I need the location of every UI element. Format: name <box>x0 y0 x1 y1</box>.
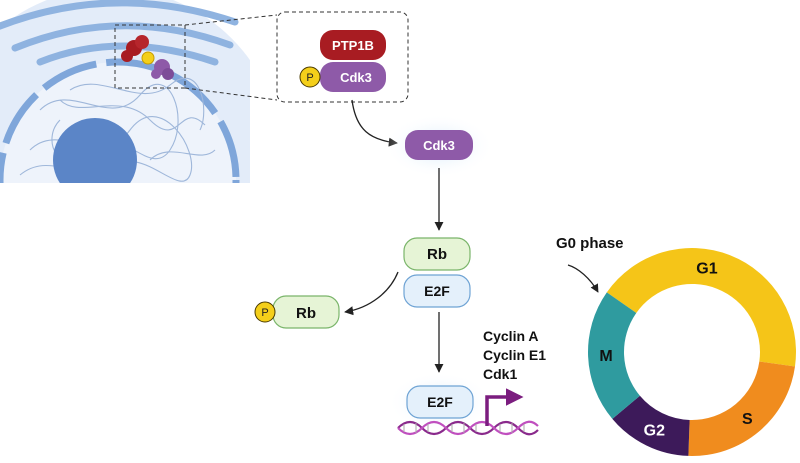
phospho-inset-label: P <box>306 72 313 84</box>
phase-segment-s <box>688 361 795 456</box>
cdk3-inset-label: Cdk3 <box>340 70 372 85</box>
target-gene-list: Cyclin A Cyclin E1 Cdk1 <box>483 328 546 382</box>
zoom-box <box>114 24 186 89</box>
g0-entry-arrow <box>567 264 599 293</box>
e2f-label: E2F <box>427 394 453 410</box>
phase-label-g2: G2 <box>644 422 665 439</box>
arrow-to-phospho-rb <box>344 271 399 316</box>
nucleolus <box>53 118 137 183</box>
phospho-badge-inset: P <box>299 66 321 88</box>
e2f-complex-label: E2F <box>424 283 450 299</box>
phospho-rb-pill: Rb <box>272 295 340 329</box>
phase-label-m: M <box>599 348 612 365</box>
gene-label-cyclin-e1: Cyclin E1 <box>483 347 546 363</box>
chromatin <box>19 77 216 182</box>
phase-segment-g1 <box>606 247 796 367</box>
zoom-line-bottom <box>184 87 278 101</box>
gene-label-cyclin-a: Cyclin A <box>483 328 539 344</box>
gene-label-cdk1: Cdk1 <box>483 366 517 382</box>
phospho-rb-label: Rb <box>296 305 316 322</box>
g0-phase-label: G0 phase <box>556 235 624 252</box>
rb-label: Rb <box>427 246 447 263</box>
phase-label-s: S <box>742 411 753 428</box>
dna-helix <box>397 420 539 436</box>
zoom-line-top <box>184 14 278 26</box>
cdk3-pill: Cdk3 <box>405 130 473 160</box>
transcription-start-arrow <box>485 388 524 426</box>
rb-pill: Rb <box>403 237 471 271</box>
er-membranes <box>0 0 239 66</box>
e2f-pill: E2F <box>406 385 474 419</box>
cdk3-label: Cdk3 <box>423 138 455 153</box>
phase-segment-m <box>588 292 640 419</box>
protein-cluster <box>121 35 174 80</box>
phase-segment-g2 <box>612 395 690 456</box>
phase-label-g1: G1 <box>696 260 717 277</box>
ptp1b-pill: PTP1B <box>320 30 386 60</box>
phospho-badge-rb: P <box>254 301 276 323</box>
ptp1b-label: PTP1B <box>332 38 374 53</box>
cell-cycle-ring: G1S G2 M <box>588 247 796 456</box>
cdk3-inset-pill: Cdk3 <box>320 62 386 92</box>
cell-illustration <box>0 0 250 183</box>
phospho-rb-badge-label: P <box>261 307 268 319</box>
e2f-complex-pill: E2F <box>403 274 471 308</box>
